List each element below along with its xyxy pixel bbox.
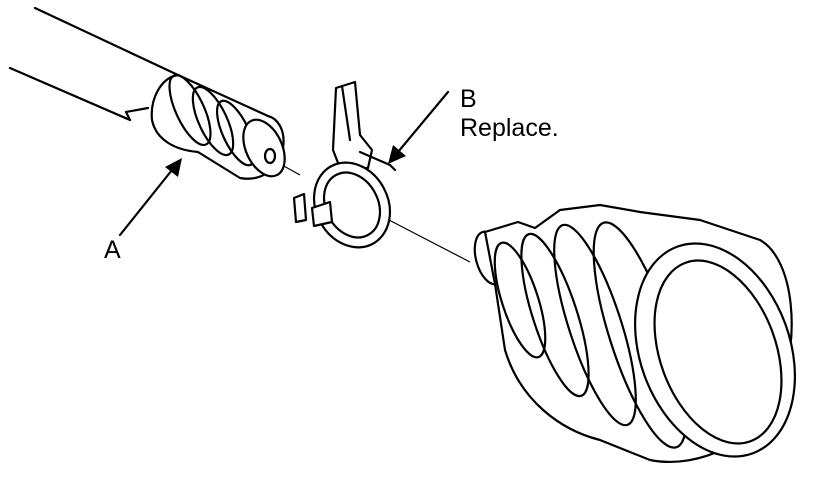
callout-label-a: A: [104, 236, 121, 264]
leader-arrow-a: [118, 158, 182, 237]
cv-joint-boot: [473, 203, 796, 463]
callout-note-b: Replace.: [460, 114, 559, 142]
callout-label-b: B: [460, 85, 477, 113]
leader-arrow-b: [388, 90, 450, 164]
boot-band-clamp-b: [292, 80, 397, 249]
shaft-spline-end-a: [150, 73, 286, 180]
drive-shaft: [8, 6, 180, 122]
